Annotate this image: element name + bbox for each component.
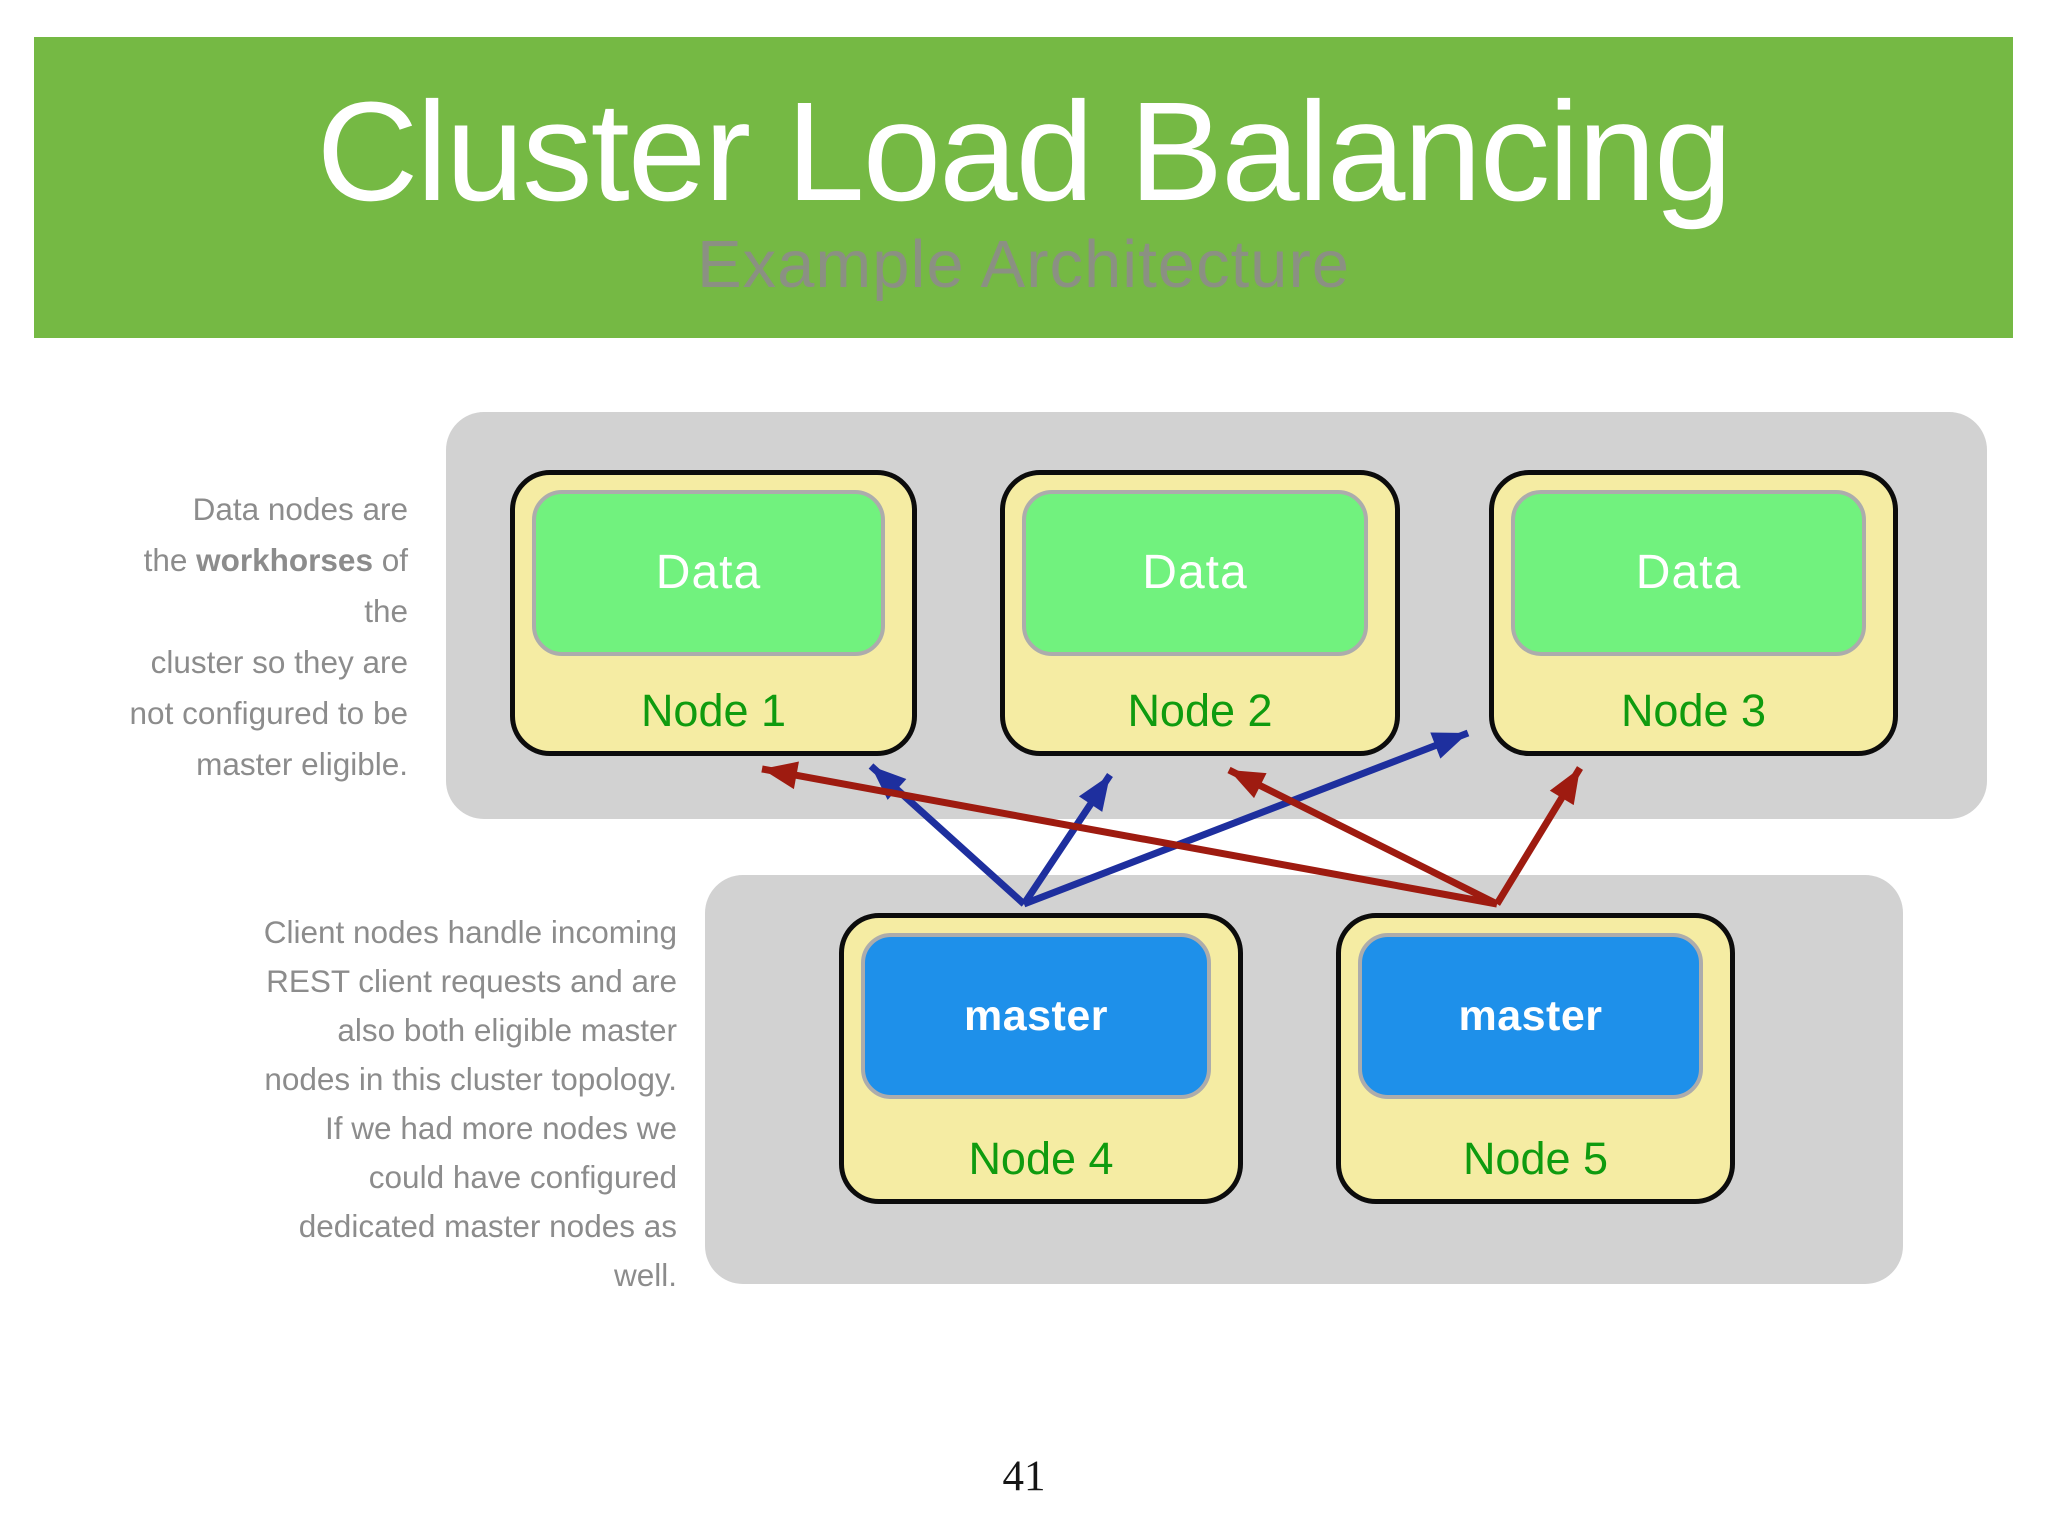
node-box-node2: Data Node 2 — [1000, 470, 1400, 756]
note-line: If we had more nodes we — [325, 1110, 677, 1146]
node-role-label: Data — [1142, 546, 1248, 599]
note-bold-text: workhorses — [196, 542, 373, 578]
node-box-node4: master Node 4 — [839, 913, 1243, 1204]
note-line: REST client requests and are — [266, 963, 677, 999]
node-name-label: Node 2 — [1127, 685, 1273, 736]
data-role-box: Data — [1511, 490, 1866, 656]
note-line: not configured to be — [129, 695, 408, 731]
note-line: well. — [613, 1257, 677, 1293]
node-box-node1: Data Node 1 — [510, 470, 917, 756]
note-text: the — [143, 542, 197, 578]
node-role-label: master — [963, 991, 1109, 1040]
note-line: also both eligible master — [337, 1012, 677, 1048]
note-line: Data nodes are — [192, 491, 408, 527]
node-role-label: Data — [655, 546, 762, 599]
client-tier-note: Client nodes handle incoming REST client… — [77, 908, 677, 1300]
master-role-box: master — [861, 933, 1211, 1099]
data-role-box: Data — [532, 490, 885, 656]
node-role-label: master — [1458, 991, 1603, 1040]
slide-subtitle: Example Architecture — [696, 227, 1351, 303]
note-line: Client nodes handle incoming — [263, 914, 677, 950]
master-role-box: master — [1358, 933, 1703, 1099]
node-name-label: Node 5 — [1462, 1133, 1609, 1184]
node-name-label: Node 4 — [968, 1133, 1114, 1184]
note-text: of — [372, 542, 408, 578]
data-role-box: Data — [1022, 490, 1368, 656]
node-box-node5: master Node 5 — [1336, 913, 1735, 1204]
node-box-node3: Data Node 3 — [1489, 470, 1898, 756]
note-line: dedicated master nodes as — [298, 1208, 677, 1244]
note-line: the — [364, 593, 408, 629]
page-number: 41 — [1002, 1453, 1046, 1500]
data-tier-note: Data nodes are the workhorses of the clu… — [48, 484, 408, 790]
node-role-label: Data — [1635, 546, 1742, 599]
note-line: cluster so they are — [150, 644, 408, 680]
slide-title: Cluster Load Balancing — [316, 71, 1733, 230]
title-banner: Cluster Load Balancing Example Architect… — [34, 37, 2013, 338]
node-name-label: Node 1 — [640, 685, 787, 736]
node-name-label: Node 3 — [1620, 685, 1767, 736]
note-line: could have configured — [368, 1159, 677, 1195]
note-line: the workhorses of — [48, 535, 408, 586]
note-line: nodes in this cluster topology. — [264, 1061, 677, 1097]
note-line: master eligible. — [196, 746, 408, 782]
